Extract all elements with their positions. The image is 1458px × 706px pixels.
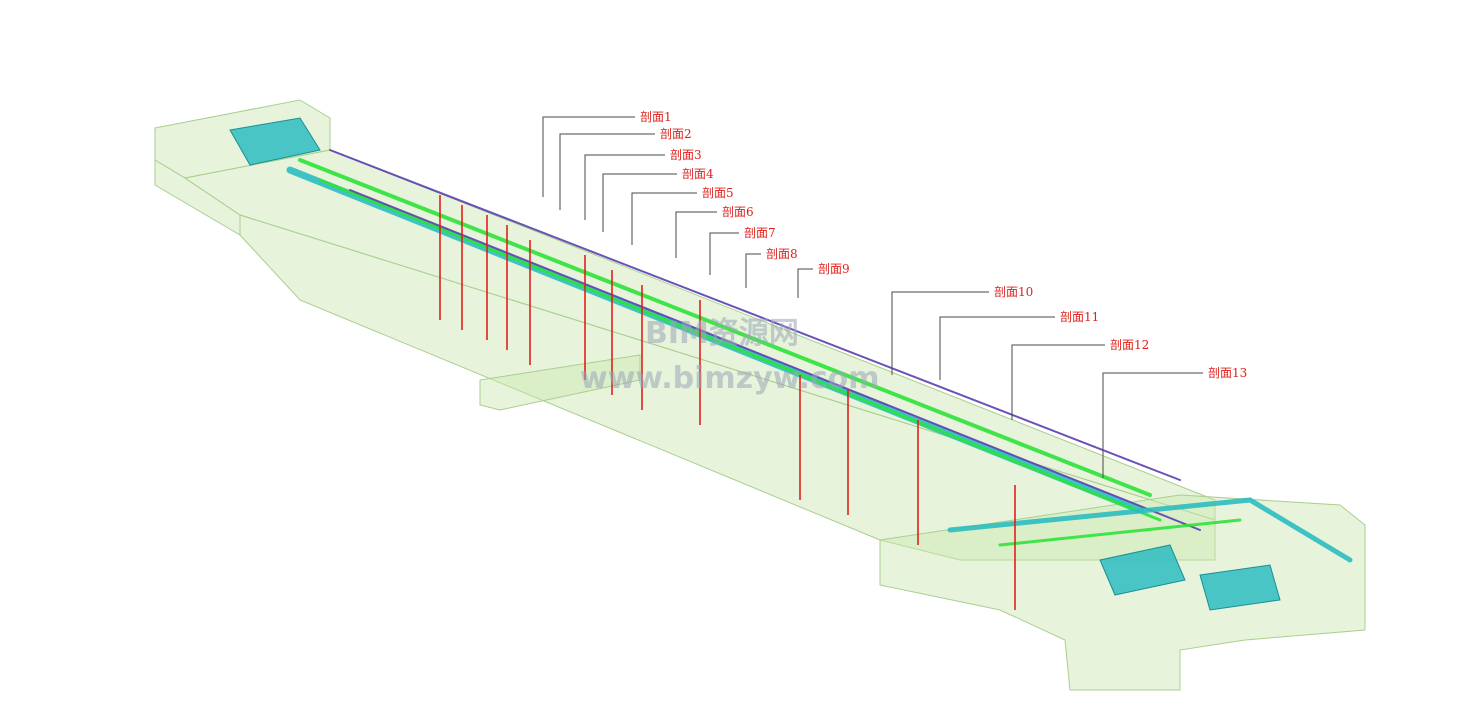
section-leader-line [709,232,739,275]
section-leader-line [542,116,635,197]
section-label: 剖面2 [660,127,692,141]
section-label: 剖面11 [1060,310,1099,324]
equipment-west [229,117,321,166]
section-leader-line [584,154,665,220]
shell-side-wing [479,354,641,411]
section-leader-line [1011,344,1105,420]
section-leader-line [559,133,655,210]
equipment-east-2 [1199,564,1281,611]
watermark-line2: www.bimzyw.com [580,361,880,396]
section-label: 剖面1 [640,110,672,124]
pipe-purple-2 [349,189,1201,531]
section-leader-line [745,253,761,288]
section-leader-line [797,268,813,298]
pipe-green-east [998,518,1242,547]
section-leader-line [675,211,717,258]
section-callouts: 剖面1 剖面2 剖面3 剖面4 剖面5 剖面6 剖面7 剖面8 剖面9 剖面10 剖面11 剖面12 剖… [542,110,1247,478]
section-label: 剖面12 [1110,338,1149,352]
section-leader-line [939,316,1055,380]
section-label: 剖面5 [702,186,734,200]
watermark-line1: BIM资源网 [645,316,799,351]
section-label: 剖面3 [670,148,702,162]
shell-corridor-front [239,214,1216,561]
pipe-purple-1 [329,149,1181,481]
duct-east-branch [947,497,1353,563]
section-label: 剖面8 [766,247,798,261]
section-label: 剖面7 [744,226,776,240]
watermark: BIM资源网 www.bimzyw.com [580,316,880,396]
section-leader-line [631,192,697,245]
section-label: 剖面6 [722,205,754,219]
pipe-green-2 [318,178,1162,522]
section-leader-line [891,291,989,375]
section-label: 剖面4 [682,167,714,181]
section-label: 剖面13 [1208,366,1247,380]
mep-systems [286,149,1353,563]
section-leader-line [1102,372,1203,478]
section-cut-lines [439,195,1016,610]
section-leader-line [602,173,677,232]
equipment-east-1 [1099,544,1186,596]
pipe-green-1 [298,158,1152,497]
section-label: 剖面9 [818,262,850,276]
section-label: 剖面10 [994,285,1033,299]
